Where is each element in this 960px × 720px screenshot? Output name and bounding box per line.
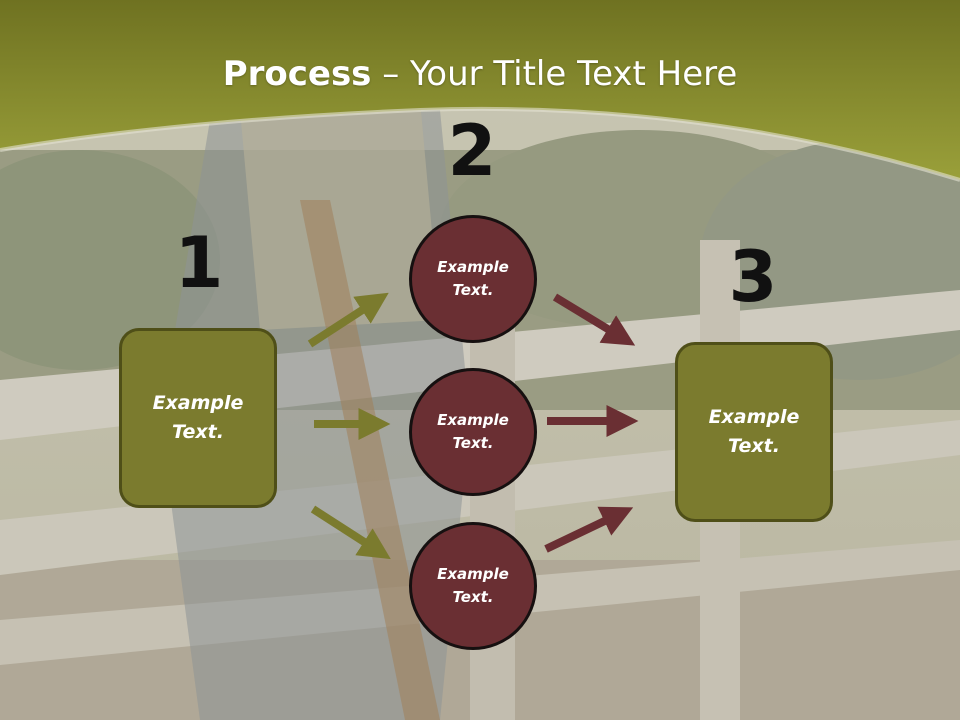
arrow-input-to-bottom	[310, 505, 391, 560]
input-box-label: Example Text.	[152, 392, 244, 443]
title-bold: Process	[222, 54, 372, 94]
arrow-bottom-to-output	[544, 506, 634, 553]
slide-title: Process – Your Title Text Here	[0, 52, 960, 96]
middle-circle-top-label: Example Text.	[437, 258, 509, 299]
step-number-1: 1	[174, 222, 224, 304]
output-box: Example Text.	[675, 342, 833, 522]
middle-circle-top: Example Text.	[409, 215, 537, 343]
middle-circle-bottom: Example Text.	[409, 522, 537, 650]
middle-circle-center: Example Text.	[409, 368, 537, 496]
title-rest: – Your Title Text Here	[371, 54, 738, 94]
middle-circle-bottom-label: Example Text.	[437, 565, 509, 606]
arrow-input-to-top	[307, 292, 389, 348]
step-number-3: 3	[728, 236, 778, 318]
input-box: Example Text.	[119, 328, 277, 508]
output-box-label: Example Text.	[708, 406, 800, 457]
step-number-2: 2	[447, 110, 497, 192]
middle-circle-center-label: Example Text.	[437, 411, 509, 452]
arrow-top-to-output	[552, 293, 636, 346]
